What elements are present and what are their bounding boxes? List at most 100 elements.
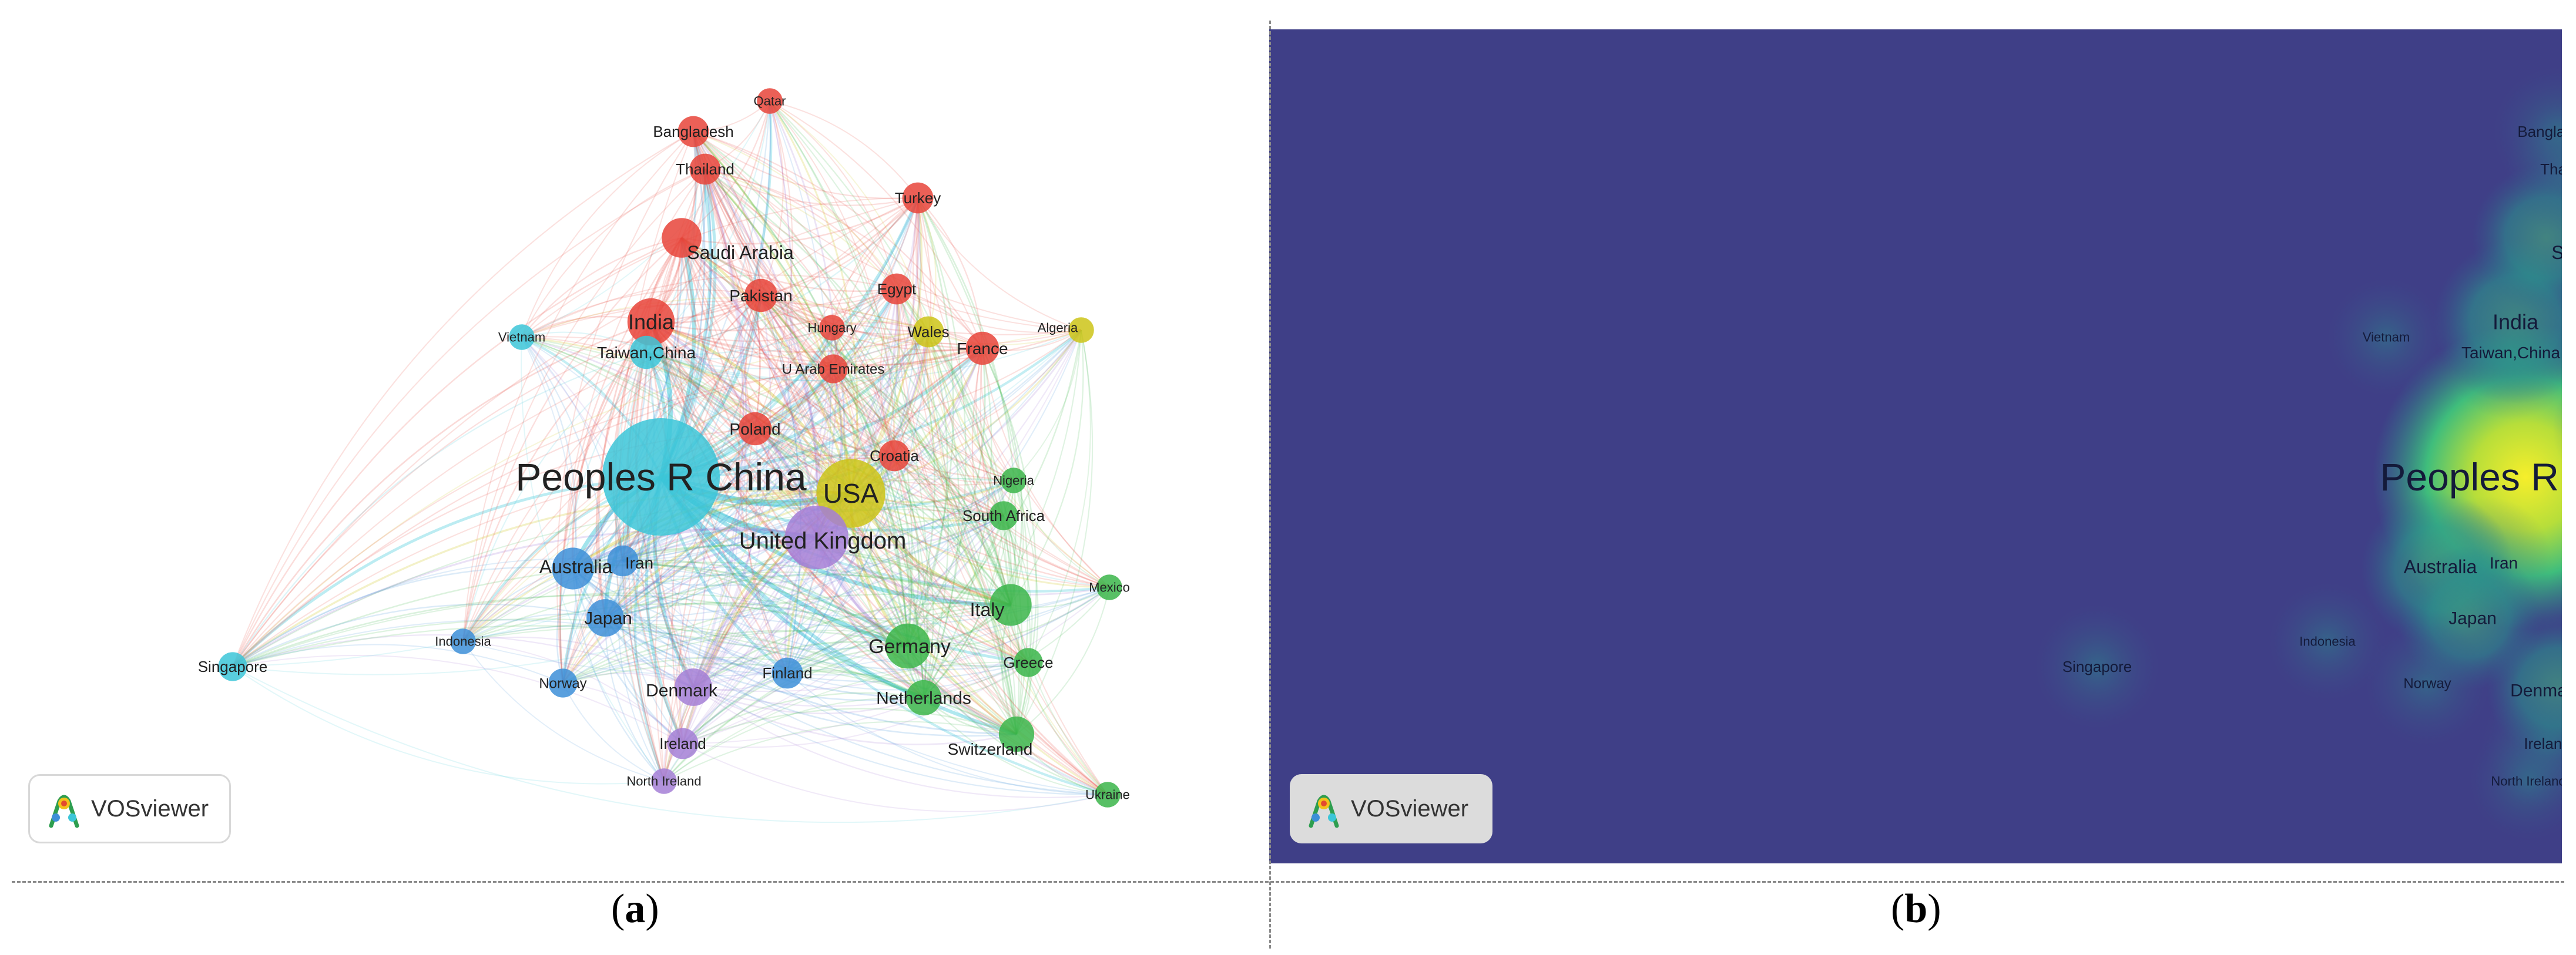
country-node[interactable] [998, 716, 1035, 752]
density-country-label[interactable]: Denmark [2510, 681, 2576, 701]
country-label[interactable]: Bangladesh [653, 123, 733, 140]
country-node[interactable] [913, 316, 944, 348]
country-label[interactable]: Wales [907, 323, 949, 341]
country-label[interactable]: Australia [539, 556, 613, 577]
country-label[interactable]: Ireland [659, 735, 706, 752]
density-country-label[interactable]: Japan [2448, 609, 2497, 628]
country-node[interactable] [1068, 317, 1094, 343]
country-label[interactable]: Ukraine [1085, 788, 1130, 802]
country-node[interactable] [990, 584, 1032, 626]
country-node[interactable] [651, 768, 677, 794]
country-node[interactable] [509, 324, 535, 350]
country-node[interactable] [785, 506, 848, 569]
country-node[interactable] [689, 153, 721, 185]
country-node[interactable] [1096, 574, 1122, 600]
country-label[interactable]: Saudi Arabia [687, 242, 794, 263]
country-label[interactable]: Hungary [807, 321, 856, 335]
country-label[interactable]: France [957, 339, 1008, 358]
country-node[interactable] [905, 680, 942, 716]
country-node[interactable] [1095, 782, 1121, 808]
country-label[interactable]: Indonesia [435, 634, 491, 649]
country-node[interactable] [902, 182, 934, 214]
country-node[interactable] [607, 545, 639, 577]
density-country-label[interactable]: Ireland [2524, 735, 2571, 752]
country-node[interactable] [819, 315, 845, 341]
country-node[interactable] [881, 273, 913, 305]
density-country-label[interactable]: North Ireland [2491, 774, 2565, 789]
country-label[interactable]: Finland [762, 664, 812, 682]
density-country-label[interactable]: Singapore [2062, 658, 2132, 675]
country-node[interactable] [885, 623, 931, 669]
country-node[interactable] [627, 298, 675, 346]
country-node[interactable] [738, 412, 772, 446]
density-country-label[interactable]: Indonesia [2299, 634, 2356, 649]
country-label[interactable]: Turkey [895, 189, 941, 207]
country-node[interactable] [677, 116, 709, 147]
country-node[interactable] [1014, 648, 1043, 677]
country-label[interactable]: Japan [584, 609, 632, 628]
country-node[interactable] [218, 652, 247, 681]
country-label[interactable]: Peoples R China [515, 455, 807, 499]
country-label[interactable]: Poland [729, 420, 780, 438]
country-label[interactable]: Netherlands [876, 689, 971, 708]
country-label[interactable]: Singapore [198, 658, 268, 675]
country-node[interactable] [675, 668, 712, 706]
country-label[interactable]: Switzerland [948, 740, 1033, 758]
country-node[interactable] [744, 278, 778, 312]
country-node[interactable] [662, 218, 702, 258]
density-country-label[interactable]: Iran [2490, 554, 2518, 572]
country-node[interactable] [772, 657, 803, 689]
country-label[interactable]: Egypt [877, 280, 917, 298]
density-country-label[interactable]: Bangladesh [2517, 123, 2576, 140]
country-label[interactable]: Croatia [870, 447, 919, 465]
country-node[interactable] [629, 335, 663, 369]
country-label[interactable]: Nigeria [993, 473, 1034, 488]
country-label[interactable]: Norway [539, 675, 586, 691]
network-link [462, 131, 694, 642]
country-node[interactable] [965, 331, 999, 365]
country-node[interactable] [757, 88, 783, 114]
country-label[interactable]: Mexico [1089, 580, 1130, 595]
country-label[interactable]: U Arab Emirates [782, 361, 885, 377]
density-country-label[interactable]: Vietnam [2363, 330, 2410, 345]
country-label[interactable]: Algeria [1038, 321, 1078, 335]
density-country-label[interactable]: Australia [2404, 556, 2477, 577]
density-country-label[interactable]: Thailand [2540, 160, 2576, 178]
density-country-label[interactable]: Saudi Arabia [2551, 242, 2576, 263]
country-node[interactable] [548, 668, 578, 698]
network-link [650, 321, 1014, 482]
country-label[interactable]: Taiwan,China [597, 344, 696, 362]
country-node[interactable] [602, 418, 720, 536]
country-node[interactable] [1001, 468, 1027, 493]
country-label[interactable]: India [628, 310, 675, 334]
network-link [232, 644, 564, 684]
country-label[interactable]: South Africa [962, 507, 1045, 524]
country-label[interactable]: North Ireland [626, 774, 701, 789]
density-country-label[interactable]: Taiwan,China [2461, 344, 2561, 362]
country-node[interactable] [819, 354, 848, 384]
country-label[interactable]: Vietnam [498, 330, 545, 345]
country-label[interactable]: USA [823, 478, 879, 509]
country-label[interactable]: Pakistan [729, 287, 792, 305]
country-label[interactable]: Iran [625, 554, 653, 572]
country-label[interactable]: Denmark [646, 681, 718, 701]
country-label[interactable]: Germany [868, 635, 951, 658]
country-node[interactable] [878, 440, 910, 472]
vosviewer-logo-badge-density: VOSviewer [1290, 774, 1492, 843]
network-link [232, 169, 706, 667]
country-label[interactable]: Qatar [753, 94, 786, 109]
country-node[interactable] [989, 501, 1018, 530]
density-country-label[interactable]: Norway [2403, 675, 2451, 691]
country-label[interactable]: Greece [1003, 654, 1053, 671]
country-label[interactable]: Italy [970, 599, 1005, 620]
country-node[interactable] [667, 728, 699, 759]
density-country-label[interactable]: India [2493, 310, 2539, 334]
country-node[interactable] [586, 599, 624, 637]
country-node[interactable] [450, 628, 476, 654]
density-country-label[interactable]: Peoples R China [2380, 455, 2576, 499]
country-label[interactable]: Thailand [676, 160, 734, 178]
country-label[interactable]: United Kingdom [739, 528, 907, 554]
country-node[interactable] [552, 547, 594, 590]
